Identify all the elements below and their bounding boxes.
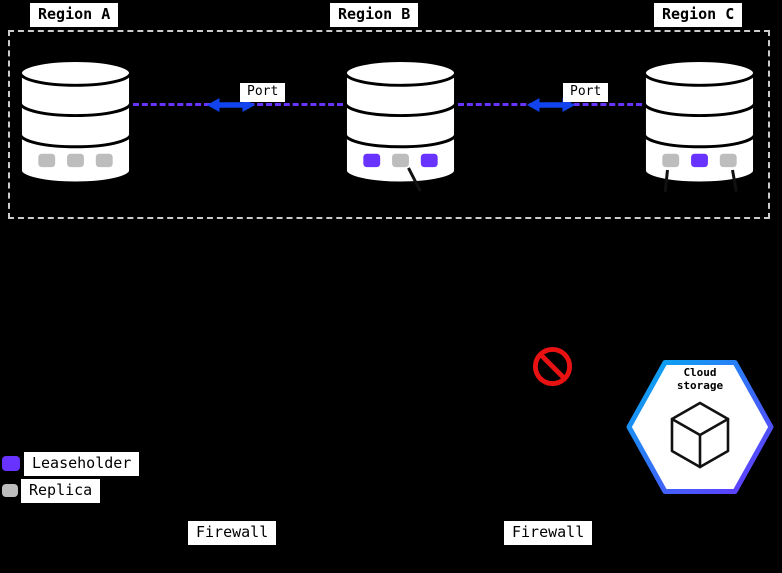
range-square (719, 153, 737, 168)
firewall-label-1: Firewall (188, 521, 277, 545)
range-square (363, 153, 381, 168)
legend-label-replica: Replica (21, 479, 101, 503)
database-cylinder (18, 59, 133, 185)
cloud-storage-label: Cloud storage (676, 366, 724, 392)
region-label-a: Region A (30, 3, 119, 27)
range-square (38, 153, 56, 168)
regions-boundary (8, 30, 770, 219)
cloud-storage: Cloud storage (626, 358, 774, 496)
region-label-b: Region B (330, 3, 419, 27)
database-icon-region-b (343, 58, 458, 190)
range-square (662, 153, 680, 168)
range-square (691, 153, 708, 168)
cloud-storage-hexagon (626, 360, 774, 494)
range-square (420, 153, 438, 168)
port-label-1: Port (240, 83, 286, 102)
database-icon-region-a (18, 58, 133, 190)
database-cylinder (642, 59, 757, 185)
range-square (95, 153, 113, 168)
range-square (67, 153, 84, 168)
database-icon-region-c (642, 58, 757, 190)
region-label-c: Region C (654, 3, 743, 27)
port-label-2: Port (563, 83, 609, 102)
legend-label-leaseholder: Leaseholder (24, 452, 140, 476)
legend-swatch-leaseholder (2, 456, 20, 471)
firewall-label-2: Firewall (504, 521, 593, 545)
range-square (392, 153, 409, 168)
no-access-icon (532, 346, 573, 387)
legend-swatch-replica (2, 484, 18, 497)
cube-icon (670, 401, 730, 469)
hexagon-border (626, 360, 774, 494)
database-cylinder (343, 59, 458, 185)
